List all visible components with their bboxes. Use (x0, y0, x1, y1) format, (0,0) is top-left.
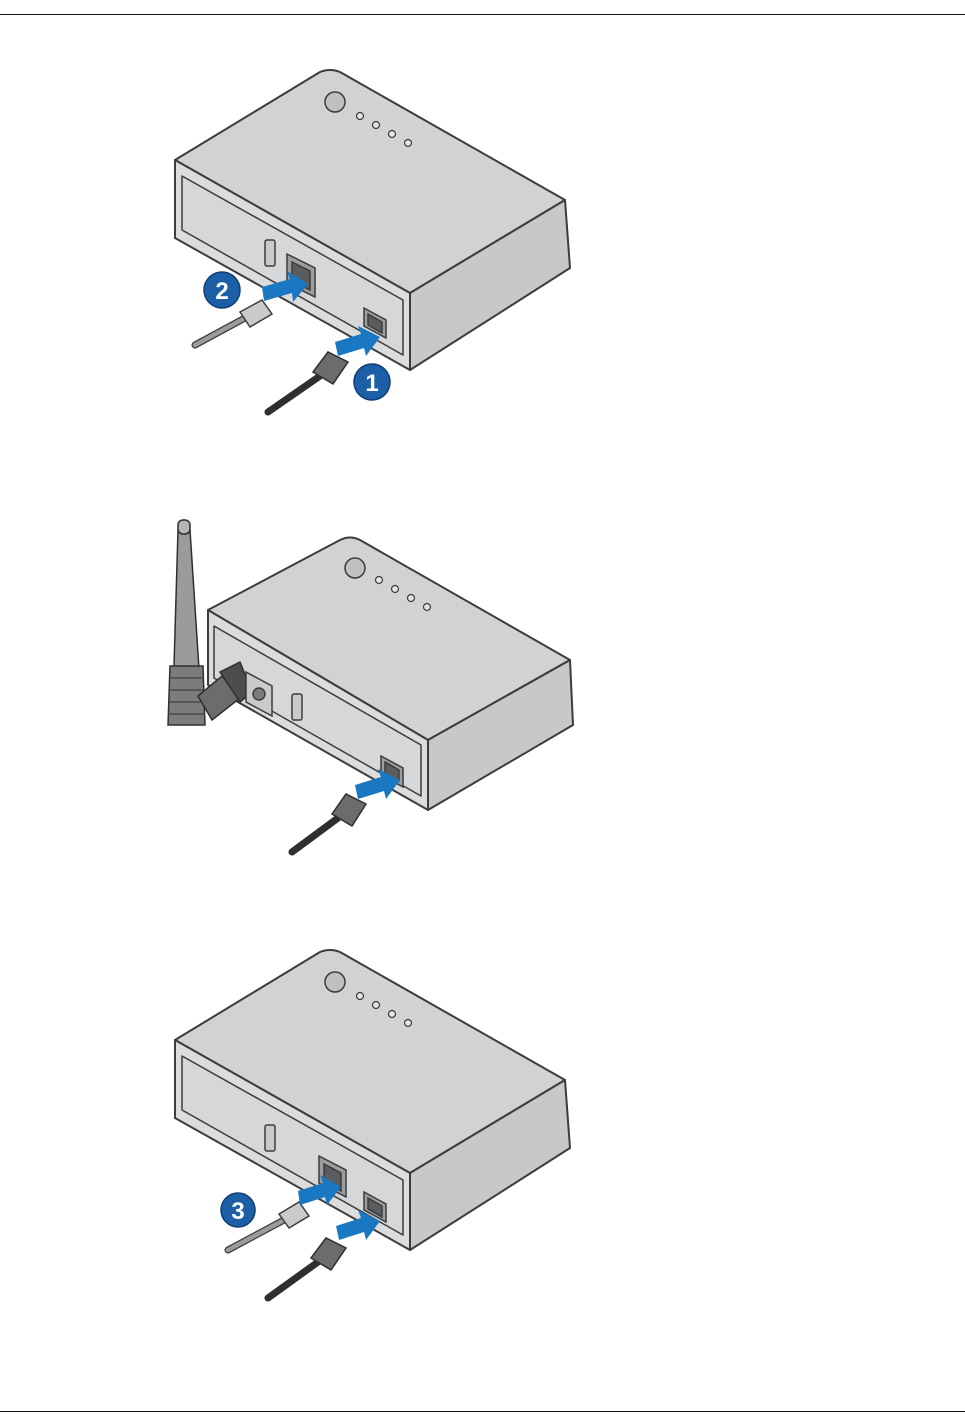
reset-slot-icon (265, 240, 275, 266)
figure-1-svg: 1 2 (0, 0, 965, 440)
step-1-label: 1 (365, 370, 378, 397)
power-cable-icon (268, 352, 348, 412)
reset-slot-icon (265, 1125, 275, 1151)
lan-cable-icon (195, 300, 272, 345)
reset-slot-icon (292, 694, 302, 720)
figure-2-svg (0, 440, 965, 880)
step-3-badge: 3 (221, 1193, 255, 1227)
footer-rule (0, 1411, 965, 1412)
power-button-icon (345, 558, 365, 578)
power-button-icon (325, 972, 345, 992)
step-2-badge: 2 (204, 272, 240, 308)
figure-3-svg: 3 (0, 880, 965, 1320)
figure-connect-second-lan: 3 (0, 880, 965, 1320)
power-cable-icon (292, 794, 366, 852)
power-button-icon (325, 92, 345, 112)
power-cable-icon (268, 1238, 346, 1298)
figure-connect-power-and-lan: 1 2 (0, 0, 965, 440)
figure-connect-power-with-antenna (0, 440, 965, 880)
step-3-label: 3 (231, 1198, 244, 1225)
step-1-badge: 1 (354, 364, 390, 400)
step-2-label: 2 (215, 278, 228, 305)
